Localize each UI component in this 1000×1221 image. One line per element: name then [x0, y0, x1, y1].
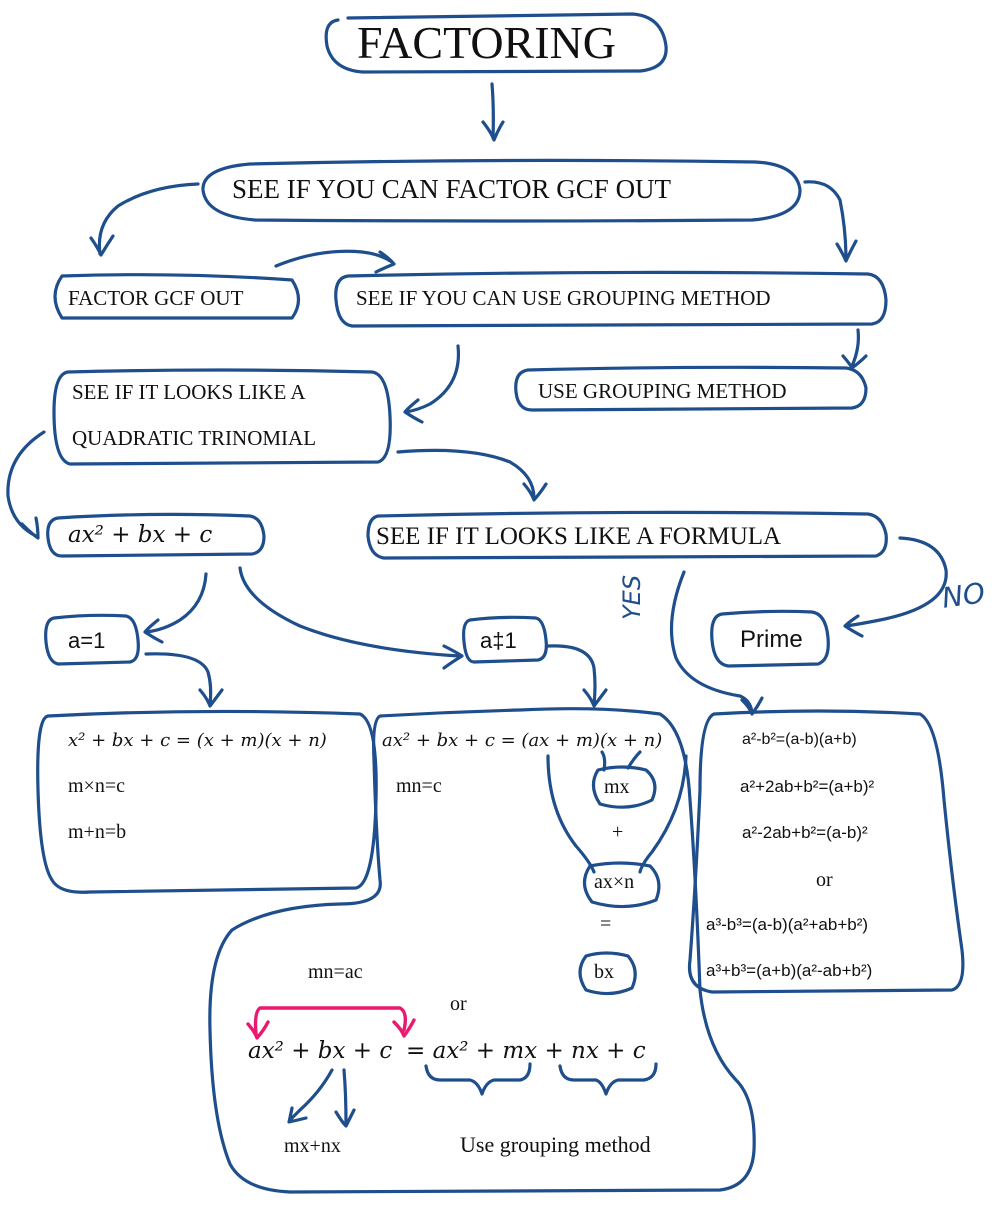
- brace-left: [424, 1062, 532, 1096]
- formula-item: a²-b²=(a-b)(a+b): [742, 731, 857, 748]
- a1-equation-box: [36, 709, 378, 894]
- an1-term-axn: ax×n: [594, 871, 635, 893]
- arrow-an1-to-equation: [546, 644, 608, 708]
- arrow-a1-to-equation: [144, 652, 224, 708]
- mx-circle: [591, 765, 657, 809]
- prime-label: Prime: [740, 626, 803, 653]
- arrow-title-to-gcf: [481, 82, 505, 142]
- bx-circle: [578, 951, 637, 996]
- formula-or: or: [816, 869, 833, 891]
- arrow-general-to-an1: [238, 566, 464, 670]
- a1-sum: m+n=b: [68, 821, 127, 843]
- page-title: FACTORING: [357, 17, 616, 68]
- formula-item: a²-2ab+b²=(a-b)²: [742, 823, 868, 842]
- a1-equation: x² + bx + c = (x + m)(x + n): [68, 730, 327, 751]
- funnel-lines: [546, 754, 688, 874]
- arrow-gcf-to-grouping-right: [803, 180, 858, 263]
- grouping-equation-left: ax² + bx + c: [248, 1038, 393, 1064]
- arrow-quadratic-to-general: [6, 430, 46, 540]
- brace-right: [558, 1062, 658, 1096]
- arrow-gcf-to-factor: [89, 182, 200, 257]
- gcf-out-label: FACTOR GCF OUT: [68, 286, 244, 310]
- gcf-check-box: [201, 158, 802, 223]
- grouping-note: Use grouping method: [460, 1132, 651, 1157]
- formulas-box: [687, 709, 965, 994]
- quadratic-box: [52, 368, 392, 466]
- arrow-grouping-to-use: [841, 328, 868, 370]
- grouping-check-box: [334, 270, 888, 328]
- mx-tail: [600, 750, 642, 772]
- arrow-formula-to-formulas: [669, 570, 764, 716]
- an1-box: [462, 615, 548, 664]
- arrow-factor-to-grouping: [274, 249, 396, 274]
- arrow-grouping-to-quadratic: [403, 344, 461, 424]
- title-box: [324, 12, 668, 74]
- an1-or: or: [450, 993, 467, 1015]
- arrow-quadratic-to-formula: [396, 448, 548, 502]
- grouping-check-label: SEE IF YOU CAN USE GROUPING METHOD: [356, 286, 771, 310]
- gcf-check-label: SEE IF YOU CAN FACTOR GCF OUT: [232, 174, 672, 204]
- an1-equals: =: [600, 913, 612, 935]
- an1-equation-box: [208, 707, 756, 1194]
- grouping-use-box: [514, 365, 868, 412]
- prime-box: [710, 609, 830, 668]
- quadratic-label-line2: QUADRATIC TRINOMIAL: [72, 426, 317, 450]
- arrows-split: [287, 1068, 356, 1128]
- formula-item: a³+b³=(a+b)(a²-ab+b²): [706, 961, 873, 980]
- an1-product: mn=c: [396, 775, 442, 797]
- general-form-box: [46, 512, 266, 558]
- arrow-general-to-a1: [143, 572, 208, 644]
- formula-check-box: [366, 510, 888, 560]
- an1-plus: +: [612, 821, 624, 843]
- a1-label: a=1: [68, 628, 106, 653]
- quadratic-label-line1: SEE IF IT LOOKS LIKE A: [72, 380, 306, 404]
- a1-box: [44, 613, 140, 666]
- formula-item: a³-b³=(a-b)(a²+ab+b²): [706, 915, 869, 934]
- yes-label: YES: [618, 574, 646, 620]
- axn-circle: [582, 861, 661, 909]
- no-label: NO: [939, 576, 988, 615]
- formula-item: a²+2ab+b²=(a+b)²: [740, 777, 875, 796]
- grouping-use-label: USE GROUPING METHOD: [538, 379, 787, 403]
- a1-product: m×n=c: [68, 775, 125, 797]
- general-form-label: ax² + bx + c: [68, 522, 213, 548]
- pink-connector: [246, 1006, 416, 1040]
- split-label: mx+nx: [284, 1135, 341, 1157]
- an1-result-bx: bx: [594, 961, 614, 983]
- an1-label: a‡1: [480, 628, 517, 653]
- an1-alt-product: mn=ac: [308, 961, 363, 983]
- gcf-out-box: [53, 273, 301, 320]
- arrow-formula-to-prime: [843, 536, 948, 638]
- an1-term-mx: mx: [604, 776, 630, 798]
- grouping-equation-right: = ax² + mx + nx + c: [406, 1038, 646, 1064]
- formula-check-label: SEE IF IT LOOKS LIKE A FORMULA: [376, 523, 782, 550]
- an1-equation: ax² + bx + c = (ax + m)(x + n): [382, 730, 663, 751]
